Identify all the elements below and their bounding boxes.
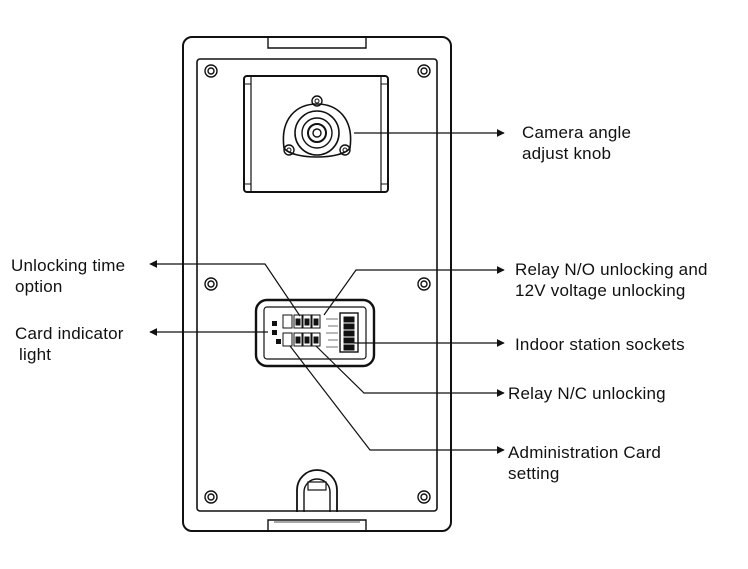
mounting-screws xyxy=(204,64,431,504)
label-indoor-station-sockets: Indoor station sockets xyxy=(515,335,685,354)
label-relay-no-unlocking: Relay N/O unlocking and 12V voltage unlo… xyxy=(515,259,708,301)
card-indicator-led xyxy=(272,321,281,344)
label-unlocking-time-option: Unlocking time option xyxy=(11,255,125,297)
label-administration-card-setting: Administration Card setting xyxy=(508,442,661,484)
label-relay-nc-unlocking: Relay N/C unlocking xyxy=(508,384,666,403)
label-card-ind-line1: Card indicator xyxy=(15,324,124,343)
label-card-indicator-light: Card indicator light xyxy=(15,323,124,365)
label-relay-no-line1: Relay N/O unlocking and xyxy=(515,260,708,279)
unlock-time-leader xyxy=(149,260,301,317)
admin-card-leader xyxy=(289,345,505,454)
camera-module xyxy=(243,75,389,193)
label-camera-line1: Camera angle xyxy=(522,123,632,142)
label-admin-line2: setting xyxy=(508,464,560,483)
label-relay-no-line2: 12V voltage unlocking xyxy=(515,281,686,300)
bottom-keyhole xyxy=(296,469,338,512)
label-card-ind-line2: light xyxy=(19,345,52,364)
label-unlock-time-line2: option xyxy=(15,277,63,296)
connector-window xyxy=(254,298,376,368)
label-camera-angle-knob: Camera angle adjust knob xyxy=(522,122,631,164)
relay-no-leader xyxy=(323,266,505,316)
jumper-blocks xyxy=(282,314,321,347)
label-unlock-time-line1: Unlocking time xyxy=(11,256,126,275)
label-admin-line1: Administration Card xyxy=(508,443,662,462)
indoor-station-socket-block xyxy=(326,312,359,353)
camera-angle-knob-icon xyxy=(282,95,352,158)
relay-nc-leader xyxy=(315,345,505,397)
leader-lines xyxy=(149,129,505,454)
door-station-panel xyxy=(182,36,452,532)
label-camera-line2: adjust knob xyxy=(522,144,612,163)
